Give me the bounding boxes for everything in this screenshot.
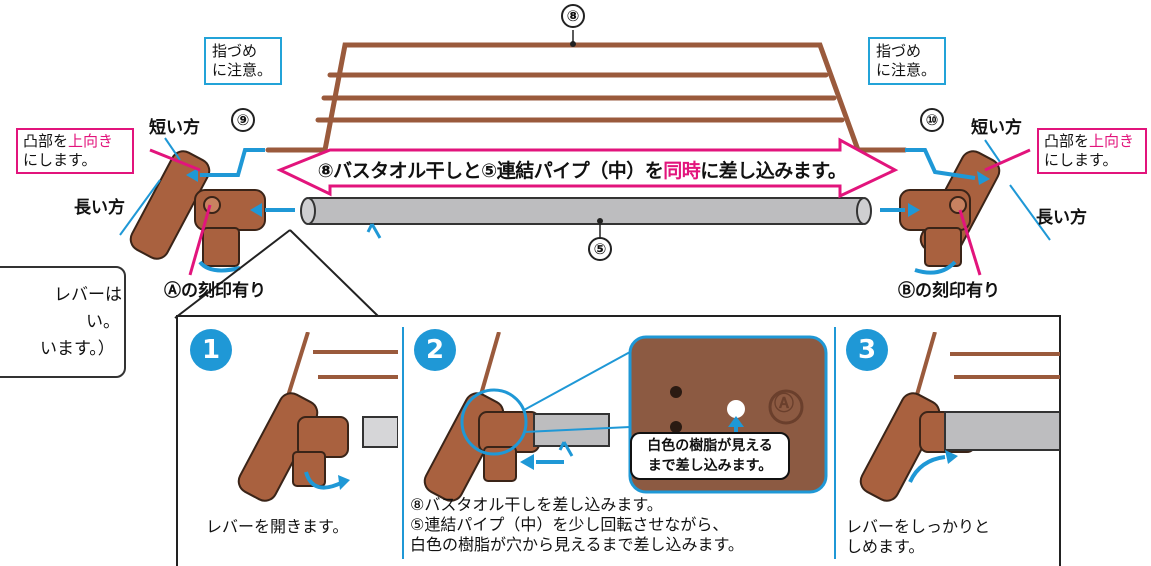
- long-side-right: 長い方: [1036, 208, 1087, 228]
- banner-text-post: に差し込みます。: [700, 159, 847, 182]
- part-8-label: ⑧: [561, 4, 585, 28]
- side-note-line1: レバーは: [54, 285, 122, 305]
- finger-warning-right-line2: に注意。: [876, 61, 937, 79]
- convex-up-note-right: 凸部を上向き にします。: [1037, 128, 1147, 174]
- step-3-badge: 3: [846, 329, 888, 371]
- zoom-callout: 白色の樹脂が見える まで差し込みます。: [630, 432, 790, 480]
- convex-right-highlight: 上向き: [1089, 132, 1135, 150]
- step-2-caption-line3: 白色の樹脂が穴から見えるまで差し込みます。: [410, 535, 744, 554]
- side-note-line2: い。: [86, 312, 120, 332]
- finger-warning-right-line1: 指づめ: [876, 42, 922, 60]
- part-5-label: ⑤: [588, 237, 612, 261]
- step-divider-2: [834, 327, 836, 559]
- convex-left-post: にします。: [23, 151, 97, 169]
- short-side-left: 短い方: [149, 118, 200, 138]
- mark-b-label: Ⓑの刻印有り: [898, 281, 1000, 301]
- banner-shape: [276, 137, 899, 199]
- finger-warning-left: 指づめ に注意。: [204, 37, 282, 85]
- banner-text-pre: ⑧バスタオル干しと⑤連結パイプ（中）を: [317, 159, 664, 182]
- convex-right-post: にします。: [1044, 151, 1118, 169]
- towel-rack: [265, 42, 908, 153]
- main-instruction-banner: ⑧バスタオル干しと⑤連結パイプ（中）を同時に差し込みます。: [318, 152, 847, 186]
- step-2-caption-line2: ⑤連結パイプ（中）を少し回転させながら、: [410, 515, 729, 534]
- side-note-line3: います。）: [40, 339, 115, 359]
- step-divider-1: [402, 327, 404, 559]
- step-3-caption-line1: レバーをしっかりと: [846, 517, 991, 536]
- step-1-illustration: [237, 332, 398, 502]
- step-2-caption-line1: ⑧バスタオル干しを差し込みます。: [410, 495, 663, 514]
- side-note-box: レバーは い。 います。）: [0, 266, 126, 378]
- step-1-caption: レバーを開きます。: [206, 517, 349, 536]
- left-joint: [129, 150, 266, 267]
- finger-warning-right: 指づめ に注意。: [868, 37, 946, 85]
- convex-left-highlight: 上向き: [68, 132, 114, 150]
- step-2-illustration: [423, 332, 828, 502]
- finger-warning-left-line1: 指づめ: [212, 42, 258, 60]
- convex-right-pre: 凸部を: [1044, 132, 1090, 150]
- convex-up-note-left: 凸部を上向き にします。: [16, 128, 134, 174]
- long-side-left: 長い方: [74, 198, 125, 218]
- mark-a-label: Ⓐの刻印有り: [164, 281, 266, 301]
- part-10-label: ⑩: [920, 108, 944, 132]
- step-3-illustration: [859, 332, 1060, 502]
- step-1-badge: 1: [190, 329, 232, 371]
- steps-panel: 1 レバーを開きます。 2 Ⓐ ⑧バスタオル干しを差し込みます。 ⑤連結パイプ（…: [176, 315, 1061, 566]
- banner-text-highlight: 同時: [663, 159, 701, 182]
- connecting-pipe: [300, 197, 872, 225]
- convex-left-pre: 凸部を: [23, 132, 69, 150]
- finger-warning-left-line2: に注意。: [212, 61, 273, 79]
- short-side-right: 短い方: [971, 118, 1022, 138]
- zoom-callout-line1: 白色の樹脂が見える: [647, 438, 773, 454]
- zoom-callout-line2: まで差し込みます。: [647, 458, 773, 474]
- right-joint: [899, 150, 1001, 267]
- step-2-badge: 2: [414, 329, 456, 371]
- part-9-label: ⑨: [231, 108, 255, 132]
- zoom-mark-a: Ⓐ: [774, 391, 794, 415]
- step-3-caption-line2: しめます。: [846, 537, 925, 556]
